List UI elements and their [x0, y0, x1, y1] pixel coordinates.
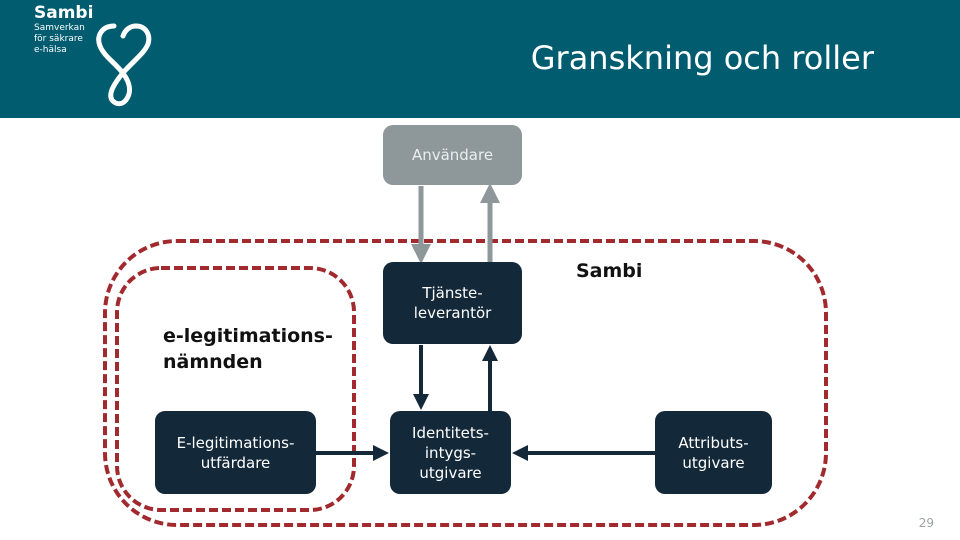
logo-name: Sambi — [34, 3, 94, 23]
attribute-issuer-node: Attributs- utgivare — [655, 411, 772, 494]
service-provider-node: Tjänste- leverantör — [383, 262, 522, 344]
eleg-board-region — [115, 266, 356, 512]
sambi-region-label: Sambi — [576, 260, 643, 282]
eid-issuer-node: E-legitimations- utfärdare — [155, 411, 316, 494]
sambi-heart-icon — [96, 23, 152, 107]
logo-tagline-1: Samverkan — [34, 23, 85, 33]
identity-issuer-node: Identitets- intygs- utgivare — [390, 411, 511, 494]
page-number: 29 — [918, 516, 934, 530]
user-node: Användare — [383, 125, 522, 185]
sambi-federation-region — [103, 239, 828, 527]
header-bar: Sambi Samverkan för säkrare e-hälsa Gran… — [0, 0, 960, 118]
sambi-logo-text: Sambi Samverkan för säkrare e-hälsa — [34, 4, 93, 56]
logo-tagline-3: e-hälsa — [34, 45, 67, 55]
slide-title: Granskning och roller — [530, 39, 874, 77]
eleg-board-label: e-legitimations- nämnden — [163, 325, 333, 373]
logo-tagline-2: för säkrare — [34, 34, 83, 44]
